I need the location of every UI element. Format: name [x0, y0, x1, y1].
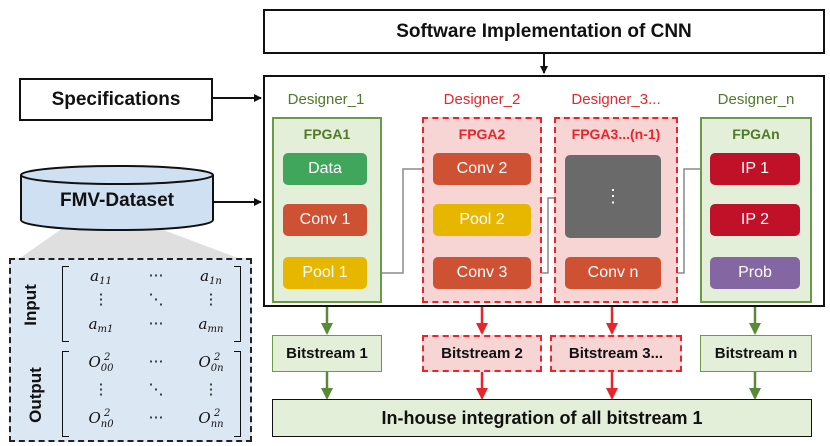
designer-1-label: Designer_1: [287, 91, 365, 108]
input-matrix-cell: ⋯: [148, 314, 164, 332]
output-matrix-bracket-right: [234, 351, 241, 437]
bitstream-2-box: Bitstream 2: [422, 335, 542, 372]
conv-1-block: Conv 1: [283, 204, 367, 236]
output-matrix-cell: ⋮: [203, 380, 219, 398]
designer-2-label: Designer_2: [443, 91, 521, 108]
input-matrix-cell: ⋮: [203, 290, 219, 308]
fpga-2-title: FPGA2: [458, 126, 506, 142]
conv-n-block: Conv n: [565, 257, 661, 289]
conv-3-block: Conv 3: [433, 257, 531, 289]
fpga-3-title: FPGA3...(n-1): [571, 126, 661, 142]
dataset-funnel: [20, 228, 238, 258]
input-matrix-cell: ⋯: [148, 266, 164, 284]
specifications-text: Specifications: [51, 88, 181, 110]
bitstream-1-box: Bitstream 1: [272, 335, 382, 372]
output-matrix-bracket-left: [62, 351, 69, 437]
designer-3-label: Designer_3...: [571, 91, 661, 108]
title-text: Software Implementation of CNN: [396, 20, 692, 42]
title-box: Software Implementation of CNN: [263, 9, 825, 54]
integration-box: In-house integration of all bitstream 1: [272, 399, 812, 437]
fpga-1-title: FPGA1: [303, 126, 351, 142]
fpga-n-title: FPGAn: [732, 126, 780, 142]
intermediate-layers-block: ⋮: [565, 155, 661, 238]
output-matrix-cell: ⋯: [148, 408, 164, 426]
input-matrix-cell: ⋱: [148, 290, 164, 308]
bitstream-n-box: Bitstream n: [700, 335, 812, 372]
dataset-cylinder: [20, 165, 214, 231]
designer-n-label: Designer_n: [717, 91, 795, 108]
input-matrix-cell: ⋮: [93, 290, 109, 308]
data-block: Data: [283, 153, 367, 185]
bitstream-3-box: Bitstream 3...: [550, 335, 682, 372]
output-matrix-cell: ⋯: [148, 352, 164, 370]
output-matrix-cell: ⋮: [93, 380, 109, 398]
input-matrix-bracket-left: [62, 266, 69, 342]
pool-2-block: Pool 2: [433, 204, 531, 236]
input-matrix-bracket-right: [234, 266, 241, 342]
pool-1-block: Pool 1: [283, 257, 367, 289]
integration-text: In-house integration of all bitstream 1: [381, 407, 703, 428]
output-matrix-cell: ⋱: [148, 380, 164, 398]
input-label: Input: [21, 284, 40, 326]
prob-block: Prob: [710, 257, 800, 289]
ip-2-block: IP 2: [710, 204, 800, 236]
dataset-label: FMV-Dataset: [59, 190, 175, 211]
conv-2-block: Conv 2: [433, 153, 531, 185]
ip-1-block: IP 1: [710, 153, 800, 185]
output-label: Output: [26, 367, 45, 423]
specifications-box: Specifications: [19, 78, 213, 121]
designers-container: [263, 75, 825, 307]
